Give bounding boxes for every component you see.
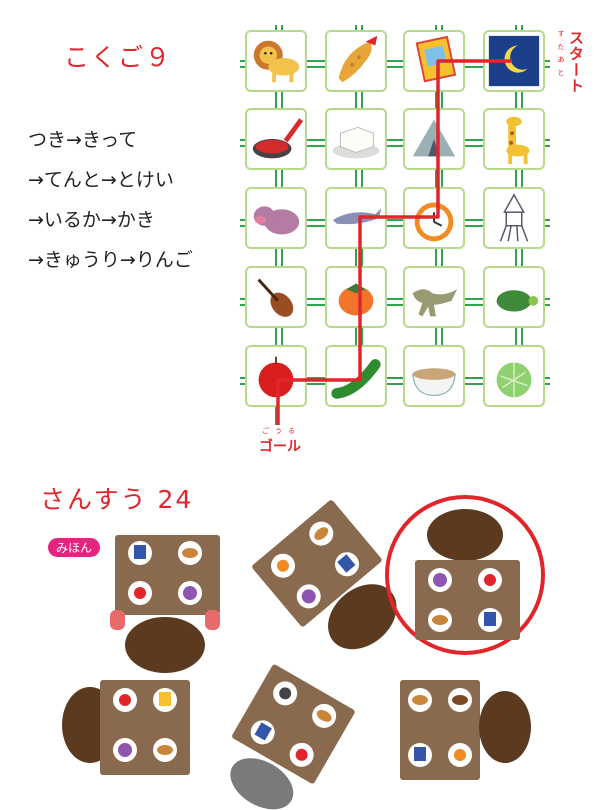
sansu-title: さんすう 24: [40, 485, 194, 514]
tile-violin: [245, 266, 307, 328]
word-chain-line: →きゅうり→りんご: [28, 249, 193, 271]
tile-hippo: [245, 187, 307, 249]
tile-tofu: [325, 108, 387, 170]
goal-label: ゴール: [259, 439, 301, 455]
melon-icon: [496, 362, 532, 398]
kokugo-title: こくご９: [64, 43, 173, 72]
scene-6: [400, 680, 531, 780]
sample-badge: みほん: [48, 538, 101, 557]
lion-icon: [253, 40, 300, 83]
scene-4: [62, 680, 190, 775]
hippo-icon: [253, 206, 300, 235]
tile-fried-shrimp: [325, 30, 387, 92]
start-label: スタート: [567, 30, 585, 94]
tile-persimmon: [325, 266, 387, 328]
word-chain-line: つき→きって: [28, 129, 138, 151]
tile-squid: [483, 187, 545, 249]
goal-ruby: ごうる: [262, 427, 301, 435]
stamp-icon: [415, 35, 457, 83]
tile-melon: [483, 345, 545, 407]
scene-5: [230, 664, 355, 810]
fried-shrimp-icon: [338, 35, 378, 83]
noodle-bowl-icon: [412, 368, 456, 396]
apple-icon: [258, 356, 294, 398]
dolphin-icon: [332, 208, 382, 225]
turtle-icon: [496, 290, 539, 312]
tile-noodle-bowl: [403, 345, 465, 407]
tile-turtle: [483, 266, 545, 328]
cucumber-icon: [331, 359, 381, 399]
giraffe-icon: [506, 116, 530, 165]
tile-frying-pan: [245, 108, 307, 170]
tile-apple: [245, 345, 307, 407]
frying-pan-icon: [252, 118, 304, 159]
tile-cucumber: [325, 345, 387, 407]
scene-2: [252, 500, 397, 650]
tile-giraffe: [483, 108, 545, 170]
start-ruby: すたあと: [557, 30, 565, 82]
tile-tent: [403, 108, 465, 170]
squid-icon: [499, 193, 529, 242]
word-chain-line: →てんと→とけい: [28, 169, 174, 191]
table-scenes: [62, 495, 545, 810]
tile-lion: [245, 30, 307, 92]
clock-icon: [414, 202, 454, 242]
word-chain-line: →いるか→かき: [28, 209, 155, 231]
word-chain: つき→きって →てんと→とけい →いるか→かき →きゅうり→りんご: [28, 120, 193, 280]
tofu-icon: [332, 126, 380, 159]
scene-sample: [110, 535, 220, 673]
violin-icon: [257, 278, 294, 317]
scene-3-circled: [385, 495, 545, 655]
dinosaur-icon: [412, 289, 458, 317]
tile-dinosaur: [403, 266, 465, 328]
maze-route: [276, 59, 512, 425]
